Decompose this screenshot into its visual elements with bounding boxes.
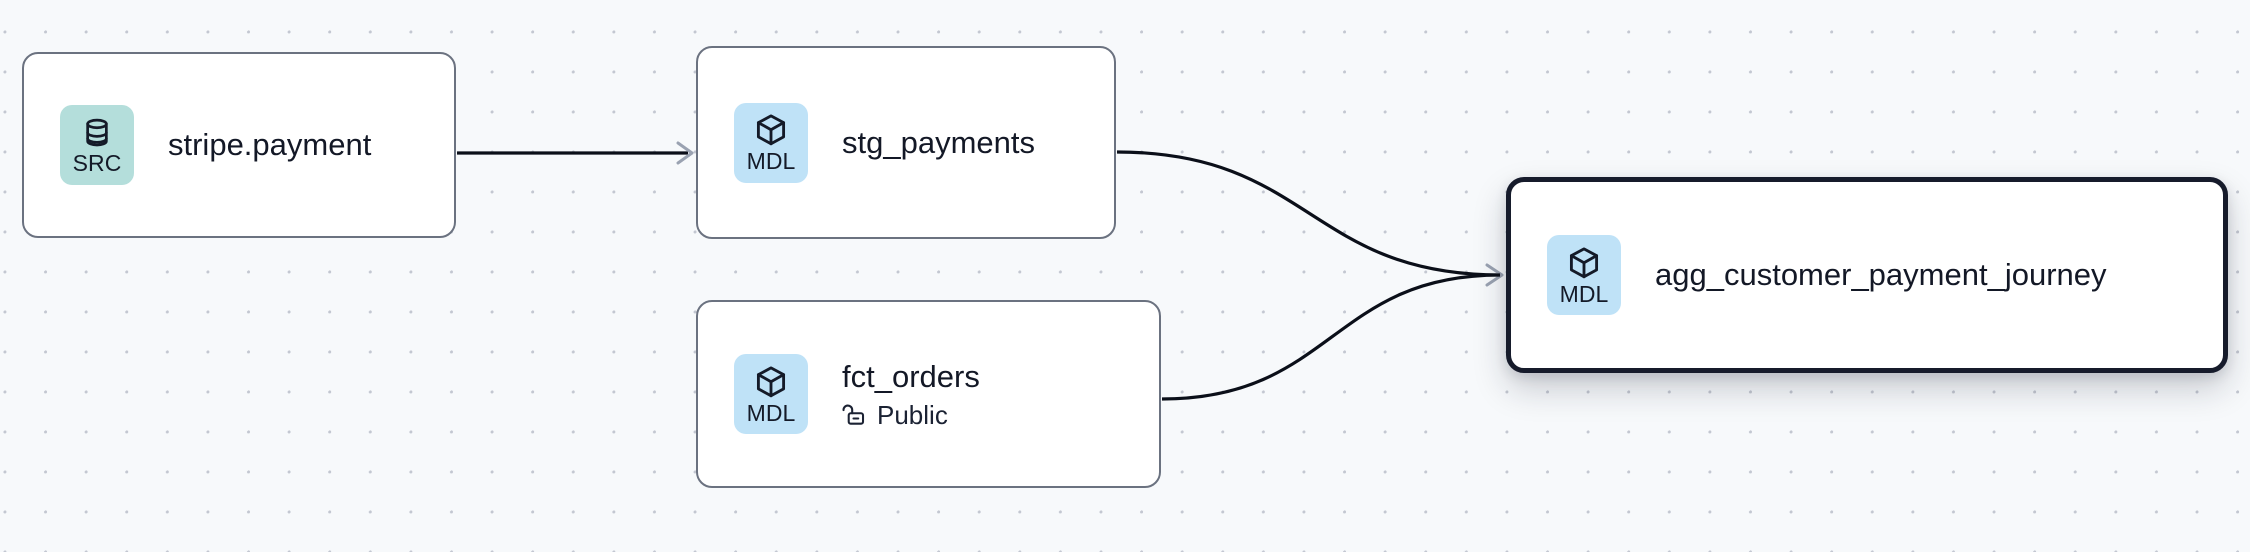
node-stg-payments[interactable]: MDL stg_payments <box>696 46 1116 239</box>
node-title: stg_payments <box>842 124 1035 160</box>
cube-icon <box>1566 245 1602 281</box>
node-body: fct_orders Public <box>842 358 980 430</box>
node-type-badge-label: MDL <box>1559 280 1609 307</box>
edge-stripe-payment-to-stg-payments[interactable] <box>457 141 694 165</box>
edge-line <box>1161 273 1501 401</box>
node-fct-orders[interactable]: MDL fct_orders Public <box>696 300 1161 488</box>
unlock-icon <box>842 402 868 428</box>
node-type-badge-label: SRC <box>72 149 122 176</box>
node-title: stripe.payment <box>168 127 372 162</box>
node-type-badge-mdl: MDL <box>734 354 808 434</box>
cube-icon <box>753 112 789 148</box>
database-icon <box>80 116 114 150</box>
edge-arrowhead-icon <box>676 141 694 165</box>
node-stripe-payment[interactable]: SRC stripe.payment <box>22 52 456 238</box>
node-title: agg_customer_payment_journey <box>1655 257 2107 292</box>
node-type-badge-label: MDL <box>746 399 796 426</box>
cube-icon <box>753 364 789 400</box>
node-visibility-label: Public <box>877 400 948 430</box>
node-visibility-badge: Public <box>842 400 980 430</box>
node-body: stg_payments <box>842 124 1035 162</box>
edge-arrowhead-icon <box>1485 263 1504 287</box>
node-type-badge-mdl: MDL <box>734 102 808 183</box>
node-body: agg_customer_payment_journey <box>1655 256 2107 294</box>
node-body: stripe.payment <box>168 126 371 164</box>
node-agg-customer-payment-journey[interactable]: MDL agg_customer_payment_journey <box>1506 177 2228 373</box>
edge-stg-payments-to-agg-customer-payment-journey[interactable] <box>1116 150 1504 287</box>
node-type-badge-label: MDL <box>746 148 796 174</box>
node-type-badge-src: SRC <box>60 105 134 185</box>
edge-fct-orders-to-agg-customer-payment-journey[interactable] <box>1161 273 1501 401</box>
edge-line <box>1116 150 1501 277</box>
node-title: fct_orders <box>842 359 980 394</box>
node-type-badge-mdl: MDL <box>1547 235 1621 315</box>
